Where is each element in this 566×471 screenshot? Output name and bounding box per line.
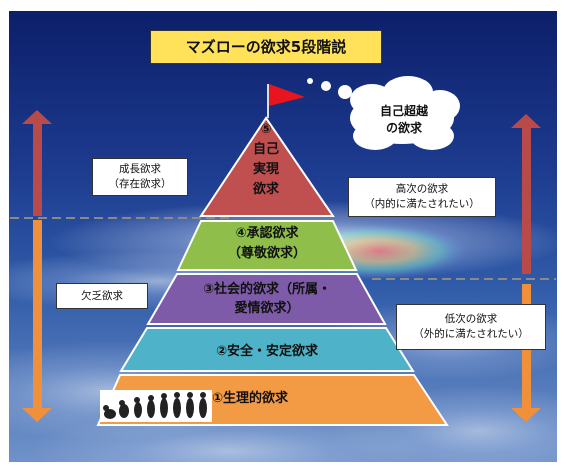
lower-needs-box: 低次の欲求 （外的に満たされたい） [396, 304, 546, 350]
tier-4-line-1: ④承認欲求 [196, 224, 338, 244]
tier-2-text: 安全・安定欲求 [227, 344, 319, 359]
tier-3-text-1: 社会的欲求（所属・ [214, 282, 332, 297]
right-double-arrow [511, 114, 541, 422]
cloud-line-2: の欲求 [385, 121, 422, 135]
tier-5-line-1: 自己 [252, 142, 279, 157]
cloud-line-1: 自己超越 [379, 104, 428, 118]
pyramid-tier-2 [119, 327, 415, 372]
pyramid-tier-3 [146, 273, 387, 325]
tier-1-label: ①生理的欲求 [212, 390, 342, 408]
deficiency-needs-box: 欠乏欲求 [56, 283, 148, 309]
tier-3-number: ③ [202, 282, 214, 297]
tier-2-label: ②安全・安定欲求 [160, 343, 374, 361]
lower-needs-subtitle: （外的に満たされたい） [413, 328, 529, 340]
tier-5-line-3: 欲求 [252, 182, 279, 197]
tier-4-line-2: （尊敬欲求） [227, 246, 306, 261]
lower-needs-title: 低次の欲求 [444, 313, 498, 325]
page-title: マズローの欲求5段階説 [150, 30, 382, 64]
tier-5-number: ⑤ [260, 122, 272, 137]
tier-5-label: ⑤ 自己 実現 欲求 [236, 120, 296, 200]
tier-3-line-1: ③社会的欲求（所属・ [172, 280, 362, 299]
higher-needs-title: 高次の欲求 [395, 183, 449, 195]
evolution-silhouette-icon [100, 390, 212, 422]
tier-3-label: ③社会的欲求（所属・ 愛情欲求） [172, 280, 362, 318]
tier-3-line-2: 愛情欲求） [234, 301, 300, 316]
pyramid-tier-5 [199, 116, 335, 217]
pyramid-tier-4 [176, 220, 358, 271]
cloud-label: 自己超越 の欲求 [362, 103, 446, 137]
thought-cloud-icon [307, 76, 460, 150]
higher-needs-subtitle: （内的に満たされたい） [364, 198, 480, 210]
growth-needs-title: 成長欲求 [119, 163, 161, 175]
tier-1-number: ① [212, 391, 224, 406]
tier-1-text: 生理的欲求 [223, 391, 289, 406]
tier-4-number: ④ [235, 226, 247, 241]
tier-2-number: ② [215, 344, 227, 359]
growth-needs-subtitle: （存在欲求） [108, 178, 172, 190]
tier-5-line-2: 実現 [252, 162, 279, 177]
flag-icon [267, 84, 305, 118]
left-double-arrow [22, 110, 52, 422]
tier-4-label: ④承認欲求 （尊敬欲求） [196, 224, 338, 264]
tier-4-text-1: 承認欲求 [246, 226, 299, 241]
higher-needs-box: 高次の欲求 （内的に満たされたい） [348, 177, 496, 217]
growth-needs-box: 成長欲求 （存在欲求） [92, 158, 188, 196]
